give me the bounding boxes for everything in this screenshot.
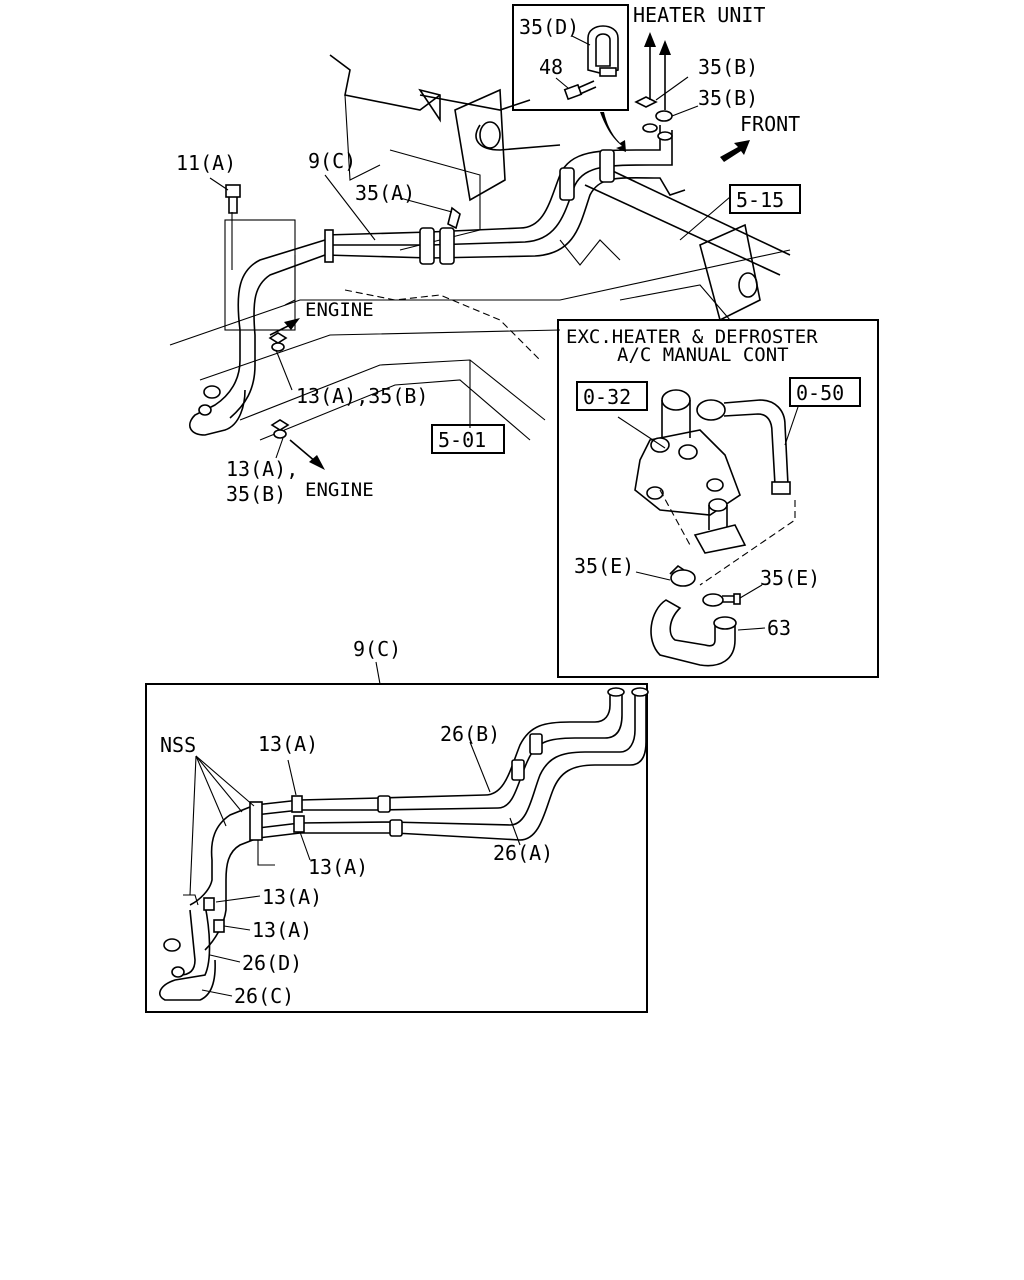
clamp-35e-right-label: 35(E) xyxy=(760,566,820,590)
ref-box-0-32 xyxy=(576,381,648,411)
heater-variant-inset: EXC.HEATER & DEFROSTER A/C MANUAL CONT 0… xyxy=(557,319,879,678)
inset-title-line1: EXC.HEATER & DEFROSTER xyxy=(566,326,818,348)
clamp-35b-label-lower: 35(B) xyxy=(226,482,286,506)
ref-box-5-01 xyxy=(431,424,505,454)
hose-detail-inset: 9(C) xyxy=(145,637,649,1013)
clamp-35e-left-label: 35(E) xyxy=(574,554,634,578)
heater-unit-label: HEATER UNIT xyxy=(633,3,765,27)
bolt-11a-label: 11(A) xyxy=(176,151,236,175)
clip-inset: 35(D) 48 xyxy=(512,4,629,111)
clip-35b-label-2: 35(B) xyxy=(698,86,758,110)
ref-0-50: 0-50 xyxy=(796,381,844,405)
engine-label-upper: ENGINE xyxy=(305,299,374,321)
inset-title-line2: A/C MANUAL CONT xyxy=(617,344,789,366)
ref-5-15: 5-15 xyxy=(736,188,784,212)
clamp-13a-top-label: 13(A) xyxy=(258,732,318,756)
hose-26c-label: 26(C) xyxy=(234,984,294,1008)
ref-0-32: 0-32 xyxy=(583,385,631,409)
engine-label-lower: ENGINE xyxy=(305,479,374,501)
nss-label: NSS xyxy=(160,733,196,757)
hose-9c-detail-label: 9(C) xyxy=(353,637,401,661)
hose-26a-label: 26(A) xyxy=(493,841,553,865)
hose-63-label: 63 xyxy=(767,616,791,640)
upper-assembly-drawing: 11(A) 9(C) 35(A) HEATER UNIT 35(B) 35(B)… xyxy=(169,3,801,506)
clamp-13a-35b-label-upper: 13(A),35(B) xyxy=(296,384,428,408)
clip-35b-label-1: 35(B) xyxy=(698,55,758,79)
clamp-13a-lower2-label: 13(A) xyxy=(252,918,312,942)
clip-35d-label: 35(D) xyxy=(519,15,579,39)
ref-5-01: 5-01 xyxy=(438,428,486,452)
front-label: FRONT xyxy=(740,112,800,136)
clamp-13a-label-lower: 13(A), xyxy=(226,457,298,481)
hose-26b-label: 26(B) xyxy=(440,722,500,746)
ref-box-0-50 xyxy=(789,377,861,407)
hose-9c-label: 9(C) xyxy=(308,149,356,173)
bolt-48-label: 48 xyxy=(539,55,563,79)
clamp-13a-lower1-label: 13(A) xyxy=(262,885,322,909)
clip-35a-label: 35(A) xyxy=(355,181,415,205)
ref-box-5-15 xyxy=(729,184,801,214)
clamp-13a-mid-label: 13(A) xyxy=(308,855,368,879)
hose-26d-label: 26(D) xyxy=(242,951,302,975)
